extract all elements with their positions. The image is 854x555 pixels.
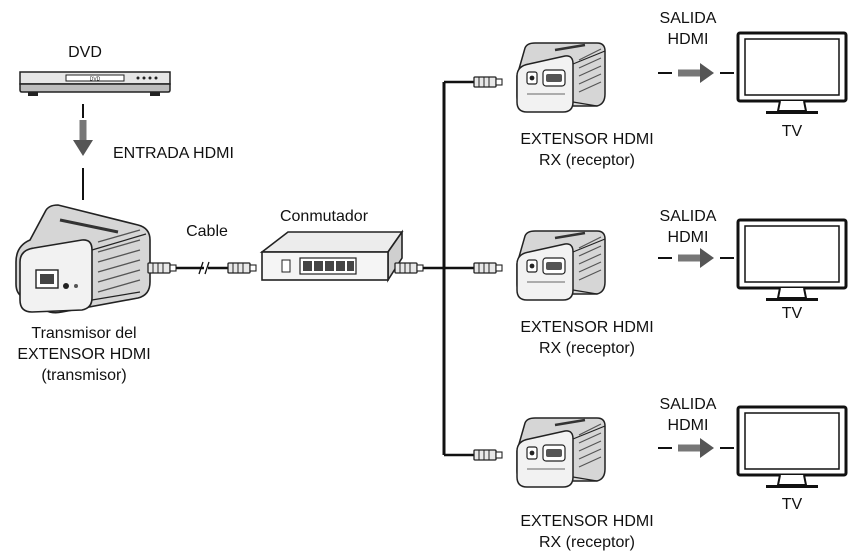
receiver-label: EXTENSOR HDMI RX (receptor)	[502, 317, 672, 359]
dvd-front-text: DVD	[90, 77, 101, 83]
tv-icon	[736, 31, 848, 116]
receiver-label-line-2: RX (receptor)	[538, 152, 636, 169]
receiver-unit-icon	[515, 229, 607, 302]
dvd-label: DVD	[68, 44, 102, 61]
tv-label: TV	[781, 496, 803, 513]
receiver-label: EXTENSOR HDMI RX (receptor)	[502, 511, 672, 553]
receiver-label-line-1: EXTENSOR HDMI	[520, 513, 654, 530]
hdmi-output-label: SALIDA HDMI	[656, 206, 720, 248]
hdmi-output-label-line-2: HDMI	[667, 417, 709, 434]
tv-icon	[736, 218, 848, 303]
network-switch-icon	[259, 229, 404, 283]
hdmi-output-label: SALIDA HDMI	[656, 394, 720, 436]
hdmi-output-label-line-1: SALIDA	[659, 396, 717, 413]
hdmi-output-label-line-1: SALIDA	[659, 10, 717, 27]
hdmi-output-label-line-2: HDMI	[667, 31, 709, 48]
receiver-label-line-2: RX (receptor)	[538, 534, 636, 551]
receiver-label-line-1: EXTENSOR HDMI	[520, 131, 654, 148]
tv-label: TV	[781, 305, 803, 322]
hdmi-output-arrow	[657, 437, 735, 459]
cable-switch-receivers	[394, 76, 503, 461]
transmitter-label-line-1: Transmisor del	[31, 325, 137, 342]
hdmi-output-arrow	[657, 247, 735, 269]
hdmi-output-label-line-1: SALIDA	[659, 208, 717, 225]
receiver-label: EXTENSOR HDMI RX (receptor)	[502, 129, 672, 171]
receiver-unit-icon	[515, 41, 607, 114]
cable-label: Cable	[186, 223, 228, 240]
hdmi-input-arrow	[73, 104, 93, 200]
transmitter-label-line-3: (transmisor)	[41, 367, 127, 384]
receiver-unit-icon	[515, 416, 607, 489]
receiver-label-line-1: EXTENSOR HDMI	[520, 319, 654, 336]
receiver-label-line-2: RX (receptor)	[538, 340, 636, 357]
hdmi-input-label: ENTRADA HDMI	[113, 145, 234, 162]
tv-label: TV	[781, 123, 803, 140]
cable-transmitter-switch	[147, 261, 257, 275]
tv-icon	[736, 405, 848, 490]
hdmi-output-label: SALIDA HDMI	[656, 8, 720, 50]
hdmi-output-label-line-2: HDMI	[667, 229, 709, 246]
switch-label: Conmutador	[279, 208, 369, 225]
transmitter-label: Transmisor del EXTENSOR HDMI (transmisor…	[0, 323, 168, 386]
transmitter-label-line-2: EXTENSOR HDMI	[17, 346, 151, 363]
dvd-player-icon: DVD	[19, 71, 171, 96]
hdmi-output-arrow	[657, 62, 735, 84]
transmitter-unit-icon	[15, 204, 151, 314]
